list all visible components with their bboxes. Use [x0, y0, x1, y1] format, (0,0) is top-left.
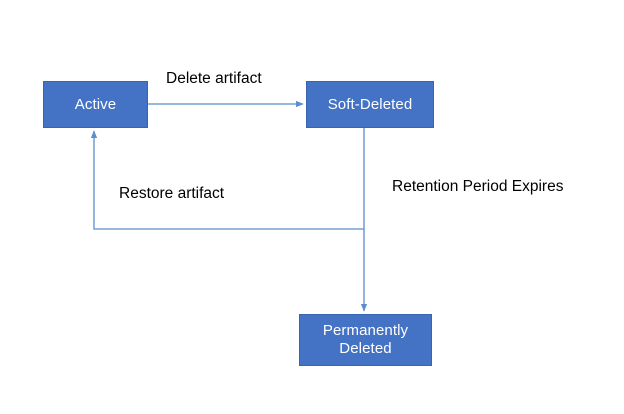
state-node-permanently-deleted-label: Permanently Deleted — [322, 322, 409, 357]
edge-label-retention-period-expires: Retention Period Expires — [392, 178, 564, 195]
state-node-active[interactable]: Active — [43, 81, 148, 128]
state-node-soft-deleted[interactable]: Soft-Deleted — [306, 81, 434, 128]
edge-restore-artifact-connector — [90, 130, 364, 230]
state-node-active-label: Active — [74, 95, 117, 113]
state-node-permanently-deleted[interactable]: Permanently Deleted — [299, 314, 432, 366]
edge-label-delete-artifact: Delete artifact — [166, 70, 262, 87]
state-node-soft-deleted-label: Soft-Deleted — [327, 95, 413, 113]
edge-label-restore-artifact: Restore artifact — [119, 185, 225, 202]
